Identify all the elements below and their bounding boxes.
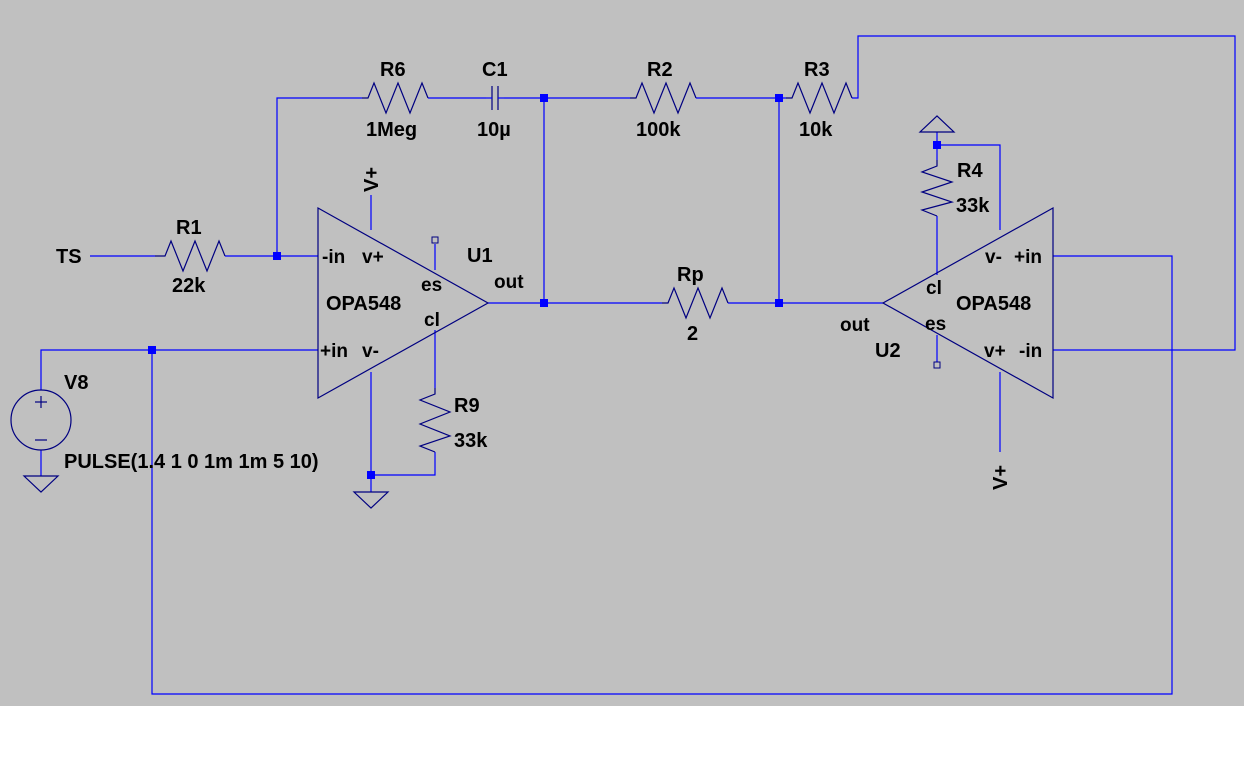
- resistor-r4[interactable]: [920, 160, 955, 217]
- u1-pin-out: out: [494, 272, 524, 293]
- open-pin-marker: [933, 361, 941, 369]
- opamp-u1[interactable]: [317, 206, 490, 400]
- junctions: [148, 94, 941, 479]
- capacitor-c1[interactable]: [486, 86, 504, 110]
- net-label-vplus-u2: V+: [990, 465, 1012, 490]
- u1-pin-in-plus: +in: [320, 341, 348, 362]
- u2-pin-es: es: [925, 314, 946, 335]
- c1-value: 10µ: [477, 119, 511, 141]
- r9-ref: R9: [454, 395, 480, 417]
- junction-dot: [367, 471, 375, 479]
- u2-pin-in-minus: -in: [1019, 341, 1042, 362]
- schematic-sheet: [0, 0, 1244, 706]
- labels: TS R1 22k R6 1Meg C1 10µ R2 100k R3 10k …: [56, 59, 1042, 490]
- ground-icon: [352, 491, 390, 509]
- resistor-r6[interactable]: [362, 81, 429, 115]
- c1-ref: C1: [482, 59, 508, 81]
- r2-ref: R2: [647, 59, 673, 81]
- u2-model: OPA548: [956, 293, 1031, 315]
- r9-value: 33k: [454, 430, 488, 452]
- r4-value: 33k: [956, 195, 990, 217]
- rp-value: 2: [687, 323, 698, 345]
- u2-ref: U2: [875, 340, 901, 362]
- rp-ref: Rp: [677, 264, 704, 286]
- net-label-ts: TS: [56, 246, 82, 268]
- ground-icon: [918, 115, 956, 133]
- u2-pin-v-plus: v+: [984, 341, 1006, 362]
- u1-pin-v-minus: v-: [362, 341, 379, 362]
- u1-ref: U1: [467, 245, 493, 267]
- junction-dot: [540, 94, 548, 102]
- junction-dot: [933, 141, 941, 149]
- resistor-r9[interactable]: [418, 388, 452, 453]
- u2-pin-out: out: [840, 315, 870, 336]
- u1-pin-cl: cl: [424, 310, 440, 331]
- r6-ref: R6: [380, 59, 406, 81]
- u2-pin-cl: cl: [926, 278, 942, 299]
- wire-loop-u2-inplus: [151, 255, 1173, 695]
- r6-value: 1Meg: [366, 119, 417, 141]
- u2-pin-v-minus: v-: [985, 247, 1002, 268]
- u1-pin-v-plus: v+: [362, 247, 384, 268]
- junction-dot: [148, 346, 156, 354]
- resistor-r1[interactable]: [155, 239, 226, 273]
- net-label-vplus-u1: V+: [361, 167, 383, 192]
- junction-dot: [775, 299, 783, 307]
- r3-ref: R3: [804, 59, 830, 81]
- u1-pin-in-minus: -in: [322, 247, 345, 268]
- junction-dot: [540, 299, 548, 307]
- opamp-u2[interactable]: [881, 206, 1054, 400]
- voltage-source-v8[interactable]: [10, 389, 72, 451]
- r1-value: 22k: [172, 275, 206, 297]
- u1-pin-es: es: [421, 275, 442, 296]
- v8-value: PULSE(1.4 1 0 1m 1m 5 10): [64, 451, 319, 473]
- r2-value: 100k: [636, 119, 681, 141]
- u1-model: OPA548: [326, 293, 401, 315]
- v8-ref: V8: [64, 372, 88, 394]
- u2-pin-in-plus: +in: [1014, 247, 1042, 268]
- open-pin-marker: [431, 236, 439, 244]
- r4-ref: R4: [957, 160, 983, 182]
- junction-dot: [273, 252, 281, 260]
- resistor-rp[interactable]: [662, 286, 729, 320]
- wires: [40, 35, 1236, 695]
- wire-r3-u2-inminus: [852, 35, 1236, 351]
- r1-ref: R1: [176, 217, 202, 239]
- wire-u2-vminus: [937, 144, 1001, 230]
- junction-dot: [775, 94, 783, 102]
- resistor-r3[interactable]: [786, 81, 853, 115]
- resistor-r2[interactable]: [630, 81, 697, 115]
- r3-value: 10k: [799, 119, 833, 141]
- wire-node-r6: [276, 97, 362, 256]
- wire-v8-u1-inplus: [40, 349, 318, 390]
- ground-icon: [22, 475, 60, 493]
- wire-r9-gnd: [371, 452, 436, 476]
